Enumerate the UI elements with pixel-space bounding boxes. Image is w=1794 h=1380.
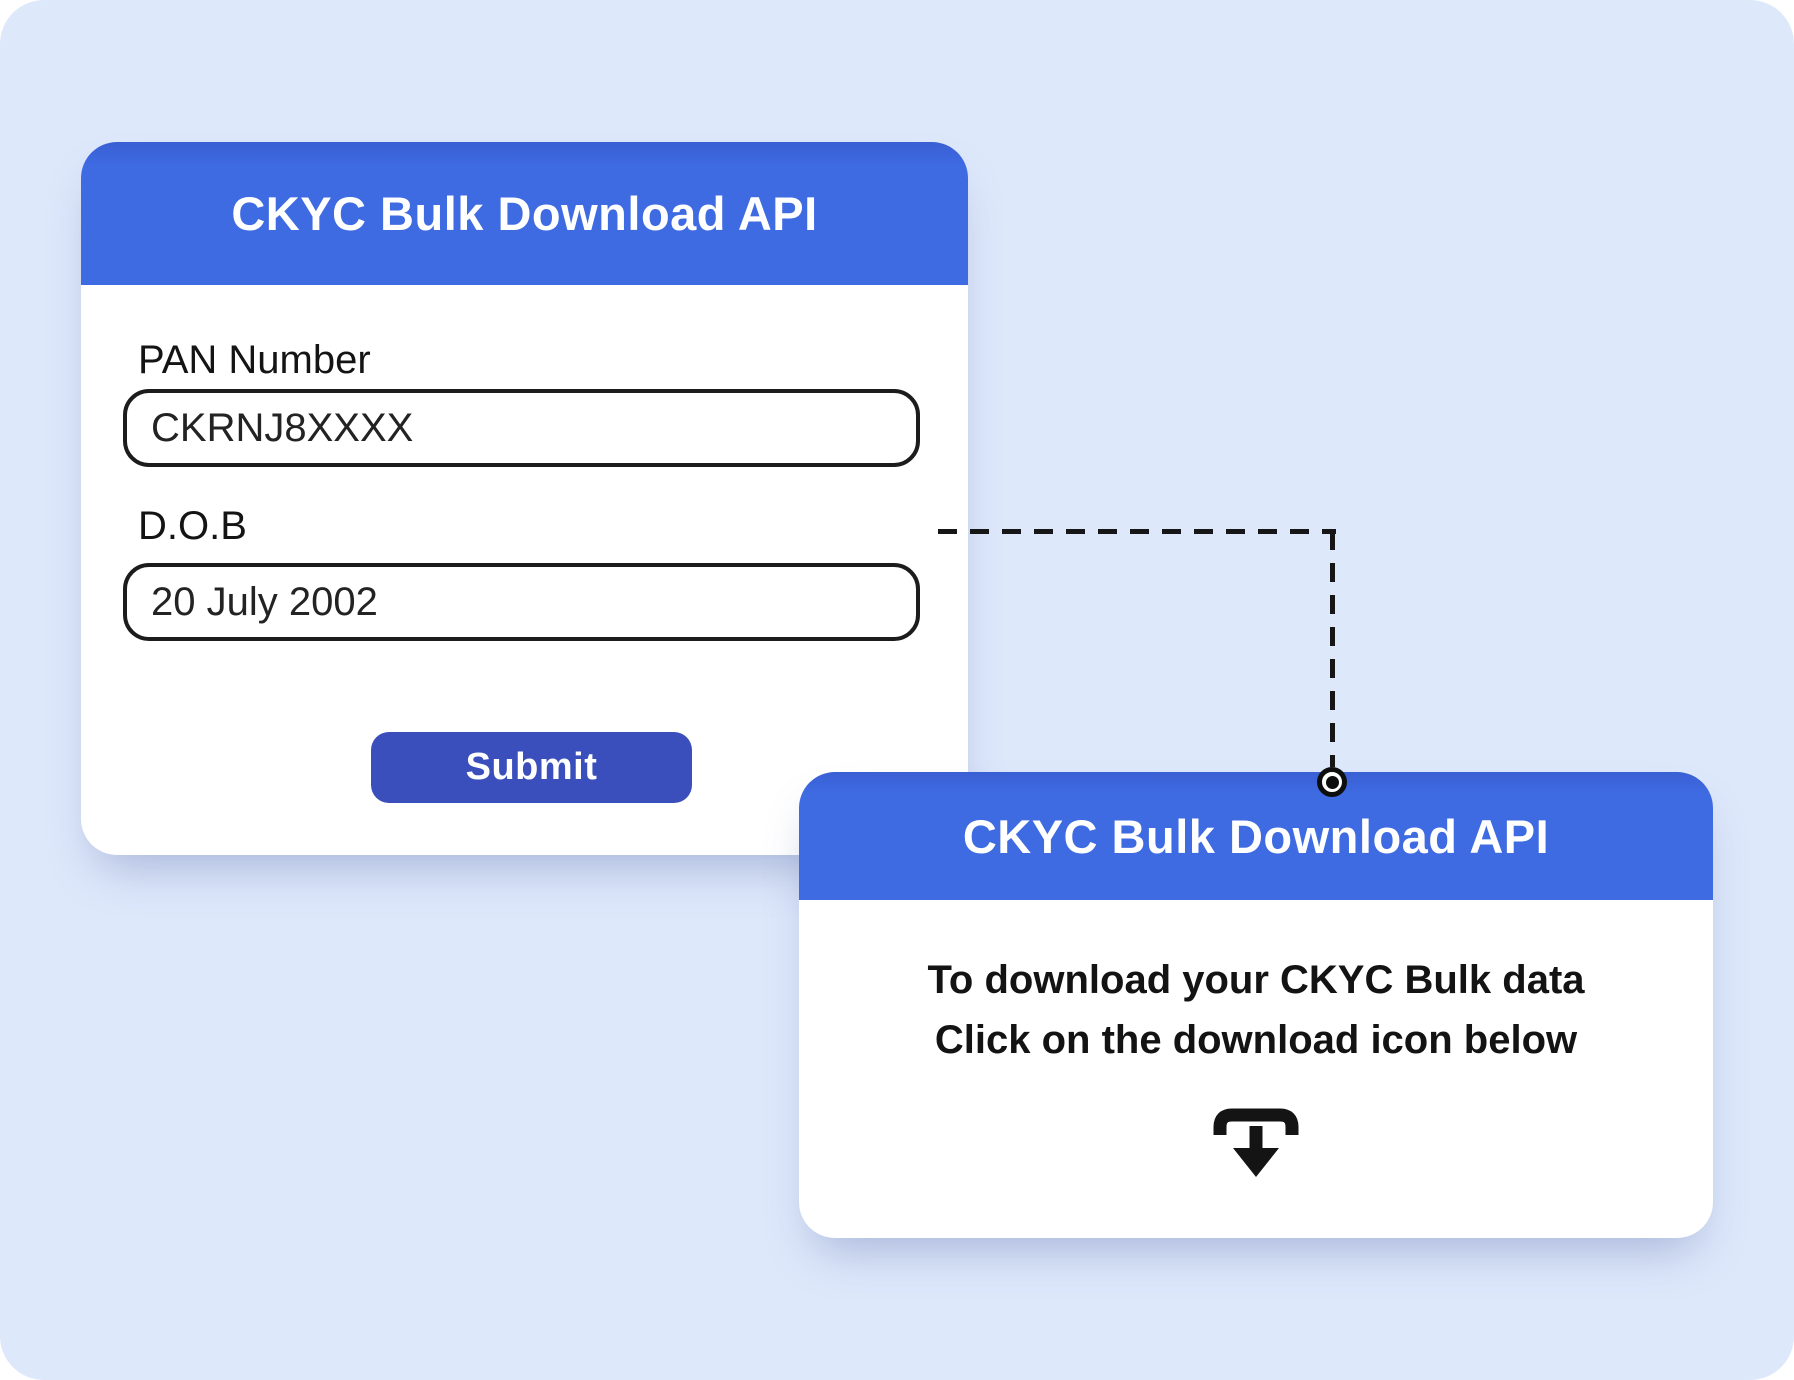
download-instruction-line2: Click on the download icon below	[934, 1018, 1578, 1062]
ckyc-download-card: CKYC Bulk Download API To download your …	[799, 772, 1713, 1238]
dob-label: D.O.B	[138, 504, 247, 548]
connector-dashed-horizontal	[938, 529, 1336, 534]
download-card-body: To download your CKYC Bulk data Click on…	[799, 900, 1713, 1238]
form-card-header: CKYC Bulk Download API	[81, 142, 968, 285]
dob-input[interactable]	[123, 563, 920, 641]
download-icon[interactable]	[1213, 1108, 1299, 1184]
download-card-header: CKYC Bulk Download API	[799, 772, 1713, 900]
ckyc-form-card: CKYC Bulk Download API PAN Number D.O.B …	[81, 142, 968, 855]
submit-button[interactable]: Submit	[371, 732, 692, 803]
form-card-title: CKYC Bulk Download API	[231, 187, 818, 240]
download-card-title: CKYC Bulk Download API	[962, 809, 1550, 863]
connector-endpoint-dot-core	[1325, 775, 1339, 789]
download-icon-arrow-head[interactable]	[1233, 1148, 1279, 1177]
download-icon-tray[interactable]	[1213, 1108, 1299, 1135]
connector-endpoint-dot	[1317, 767, 1347, 797]
connector-dashed-vertical	[1330, 531, 1335, 767]
download-instruction-line1: To download your CKYC Bulk data	[927, 958, 1585, 1002]
pan-number-label: PAN Number	[138, 338, 371, 382]
pan-number-input[interactable]	[123, 389, 920, 467]
